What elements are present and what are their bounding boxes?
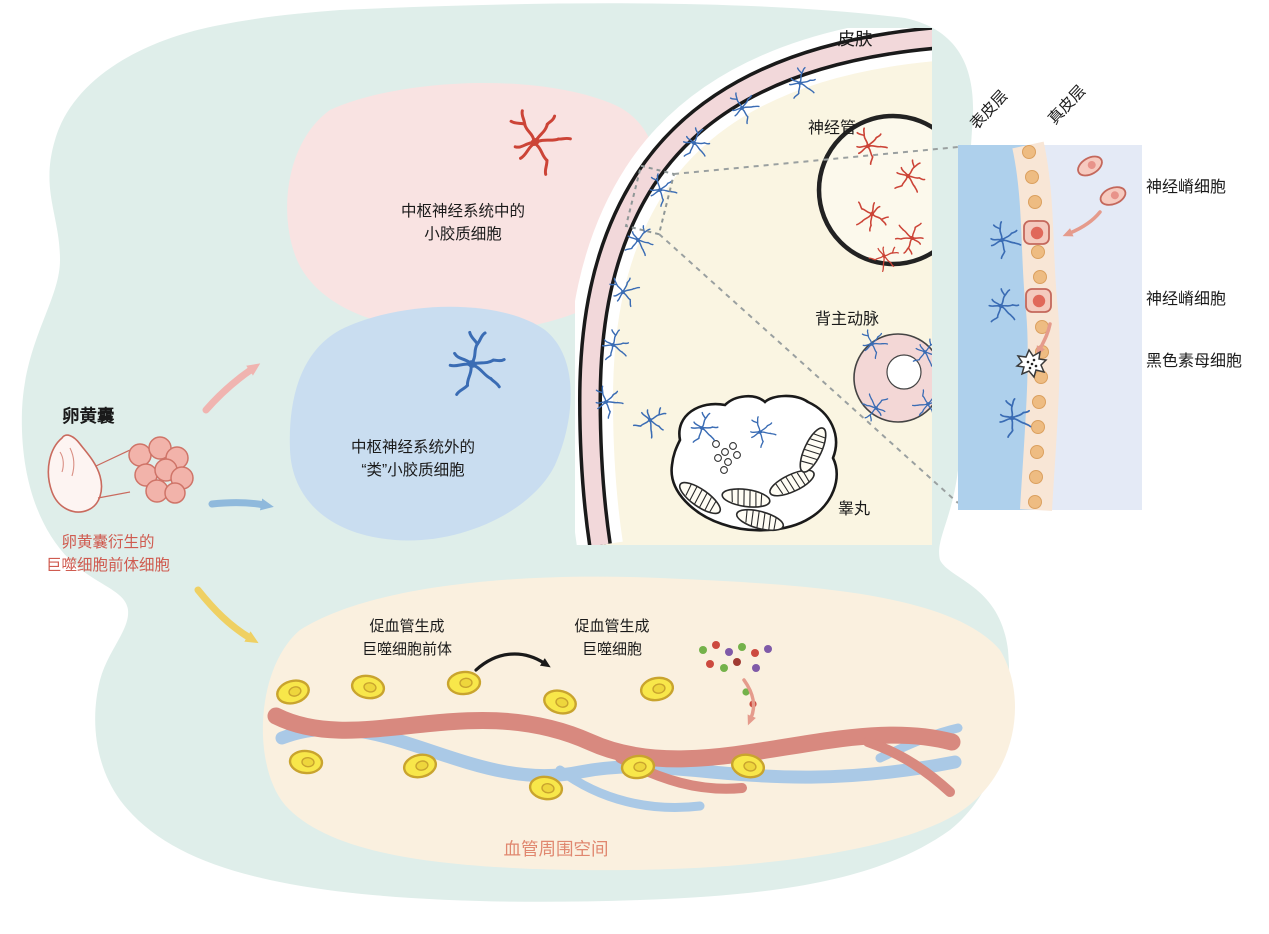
testis: [670, 394, 838, 536]
yolk-sac-illustration: [47, 434, 194, 513]
secretion-arrow: [742, 678, 756, 726]
testis-label: 睾丸: [838, 501, 871, 518]
blood-vessel-red: [267, 707, 961, 768]
neural-tube-label: 神经管: [808, 120, 857, 137]
proangiogenic-macrophage-label: 促血管生成 巨噬细胞: [574, 616, 649, 661]
vesicle-cluster: [712, 440, 741, 474]
embedded-neural-crest-cell: [1023, 220, 1050, 245]
dorsal-aorta-label: 背主动脉: [815, 311, 880, 328]
cns-microglia-line1: 中枢神经系统中的: [400, 203, 526, 220]
perivascular-region-blob: [262, 576, 1016, 871]
proangiogenic-precursor-line1: 促血管生成: [369, 618, 445, 635]
arrow-to-perivascular-region: [194, 586, 259, 644]
proangiogenic-macrophage-line1: 促血管生成: [574, 618, 650, 635]
dorsal-aorta: [853, 324, 932, 426]
perivascular-illustration: [267, 641, 963, 812]
yolk-sac-label: 卵黄囊: [62, 406, 115, 426]
neural-crest-label-top: 神经嵴细胞: [1146, 179, 1227, 196]
perivascular-space-label: 血管周围空间: [503, 839, 609, 859]
melanoblast-label: 黑色素母细胞: [1146, 353, 1243, 370]
migration-arrow-top: [1062, 210, 1102, 237]
arrow-to-cns-region: [202, 363, 261, 414]
cns-region-blob: [287, 82, 661, 333]
proangiogenic-precursor-label: 促血管生成 巨噬细胞前体: [362, 616, 452, 661]
neural-crest-label-mid: 神经嵴细胞: [1146, 291, 1227, 308]
dermis-layer: [958, 145, 1042, 510]
yolk-sac-derived-line2: 巨噬细胞前体细胞: [45, 557, 171, 575]
non-cns-microglia-line1: 中枢神经系统外的: [350, 439, 476, 456]
zoom-connector-top: [673, 146, 959, 175]
melanoblast-cell: [1015, 348, 1048, 379]
embedded-neural-crest-cell: [1025, 288, 1052, 313]
zoom-dashed-box: [624, 164, 676, 236]
skin-band: [581, 29, 932, 545]
cns-microglia-line2: 小胶质细胞: [424, 226, 502, 244]
yolk-sac-derived-label: 卵黄囊衍生的 巨噬细胞前体细胞: [46, 531, 170, 578]
yolk-sac-derived-line1: 卵黄囊衍生的: [61, 534, 155, 551]
skin-label: 皮肤: [837, 29, 873, 49]
non-cns-region-blob: [289, 306, 571, 541]
cns-microglia-label: 中枢神经系统中的 小胶质细胞: [401, 200, 525, 247]
non-cns-microglia-label: 中枢神经系统外的 “类”小胶质细胞: [351, 436, 475, 483]
migration-arrow-bottom: [1036, 322, 1052, 357]
non-cns-microglia-line2: “类”小胶质细胞: [361, 462, 465, 480]
differentiation-arrow: [474, 652, 551, 672]
skin-zoom-panel: [958, 141, 1142, 511]
secreted-factor-dots: [699, 641, 772, 708]
arrow-to-non-cns-region: [208, 498, 274, 511]
embryo-cross-section: [575, 28, 932, 545]
yolk-sac-cell-cluster: [128, 436, 194, 504]
proangiogenic-macrophage-line2: 巨噬细胞: [581, 640, 643, 658]
proangiogenic-precursor-line2: 巨噬细胞前体: [361, 640, 453, 658]
zoom-connector-bottom: [658, 233, 959, 504]
